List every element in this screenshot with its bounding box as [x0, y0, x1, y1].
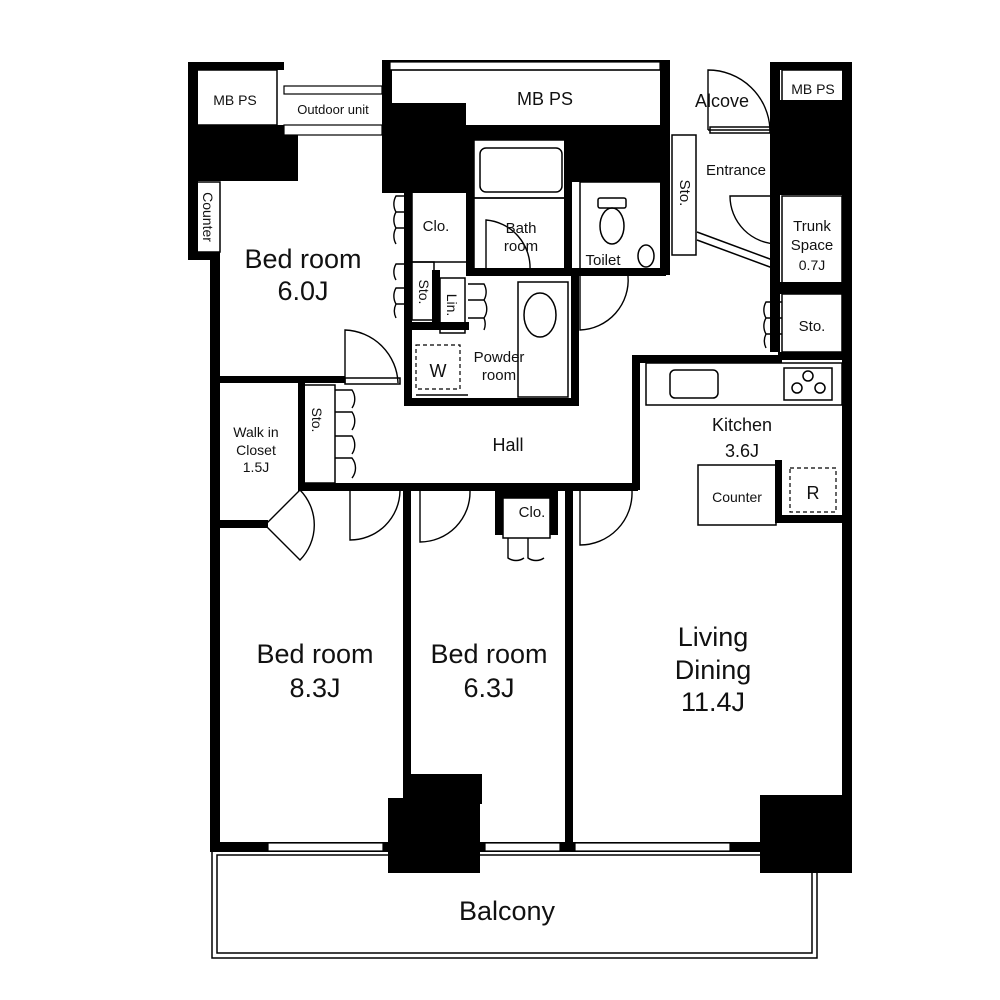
sto-entrance-box	[671, 134, 697, 256]
washer-box	[415, 344, 461, 390]
clo-top-label: Clo.	[423, 218, 450, 235]
sto-top-box	[411, 261, 435, 321]
living-label-2: Dining	[675, 655, 752, 685]
bedroom-top-name: Bed room	[244, 244, 361, 274]
toilet-label: Toilet	[585, 252, 621, 269]
bedroom-left-size: 8.3J	[289, 673, 340, 703]
trunk-label-2: Space	[791, 237, 834, 254]
doors	[264, 69, 782, 562]
kitchen-fixtures	[645, 362, 843, 526]
walkin-label-1: Walk in	[233, 424, 278, 440]
washer-label: W	[430, 361, 447, 381]
mbps-center-box	[389, 69, 663, 127]
mbps-center-label: MB PS	[517, 89, 573, 109]
trunk-label-3: 0.7J	[799, 257, 825, 273]
walkin-label-3: 1.5J	[243, 459, 269, 475]
living-size: 11.4J	[681, 687, 745, 717]
mbps-left-label: MB PS	[213, 92, 257, 108]
kitchen-counter-label: Counter	[712, 489, 762, 505]
clo-mid-label: Clo.	[519, 504, 546, 521]
trunk-box	[781, 195, 843, 285]
windows	[267, 61, 731, 852]
lin-box	[439, 277, 466, 334]
sto-top-label: Sto.	[416, 280, 432, 305]
mbps-right-box	[781, 69, 845, 105]
sto-right-box	[781, 293, 843, 353]
counter-left-label: Counter	[200, 192, 216, 242]
bedroom-left-name: Bed room	[256, 639, 373, 669]
bath-label-2: room	[504, 238, 538, 255]
kitchen-size: 3.6J	[725, 441, 759, 461]
counter-left-box	[191, 181, 221, 253]
alcove-label: Alcove	[695, 91, 749, 111]
kitchen-name: Kitchen	[712, 415, 772, 435]
fridge-label: R	[807, 483, 820, 503]
entrance-label: Entrance	[706, 162, 766, 179]
bedroom-mid-name: Bed room	[430, 639, 547, 669]
storage-boxes	[191, 69, 845, 539]
interior-walls	[210, 130, 845, 848]
room-labels: MB PS Outdoor unit MB PS Alcove MB PS Co…	[200, 81, 835, 926]
sto-hall-label: Sto.	[309, 408, 325, 433]
mbps-left-box	[194, 69, 278, 126]
trunk-label-1: Trunk	[793, 218, 831, 235]
sto-hall-box	[302, 384, 336, 484]
mbps-right-label: MB PS	[791, 81, 835, 97]
sto-right-label: Sto.	[799, 318, 826, 335]
hall-label: Hall	[492, 435, 523, 455]
clo-mid-box	[502, 497, 551, 539]
powder-label-1: Powder	[474, 349, 525, 366]
sto-entrance-label: Sto.	[676, 180, 693, 207]
powder-label-2: room	[482, 367, 516, 384]
bedroom-top-size: 6.0J	[277, 276, 328, 306]
lin-label: Lin.	[444, 294, 460, 317]
bedroom-mid-size: 6.3J	[463, 673, 514, 703]
bath-fixtures	[415, 139, 663, 398]
exterior-walls	[188, 60, 852, 873]
clo-top-box	[411, 191, 468, 263]
balcony-label: Balcony	[459, 896, 556, 926]
fridge-box	[789, 467, 837, 513]
bath-label-1: Bath	[506, 220, 537, 237]
walkin-label-2: Closet	[236, 442, 276, 458]
outdoor-unit-label: Outdoor unit	[297, 102, 369, 117]
living-label-1: Living	[678, 622, 749, 652]
